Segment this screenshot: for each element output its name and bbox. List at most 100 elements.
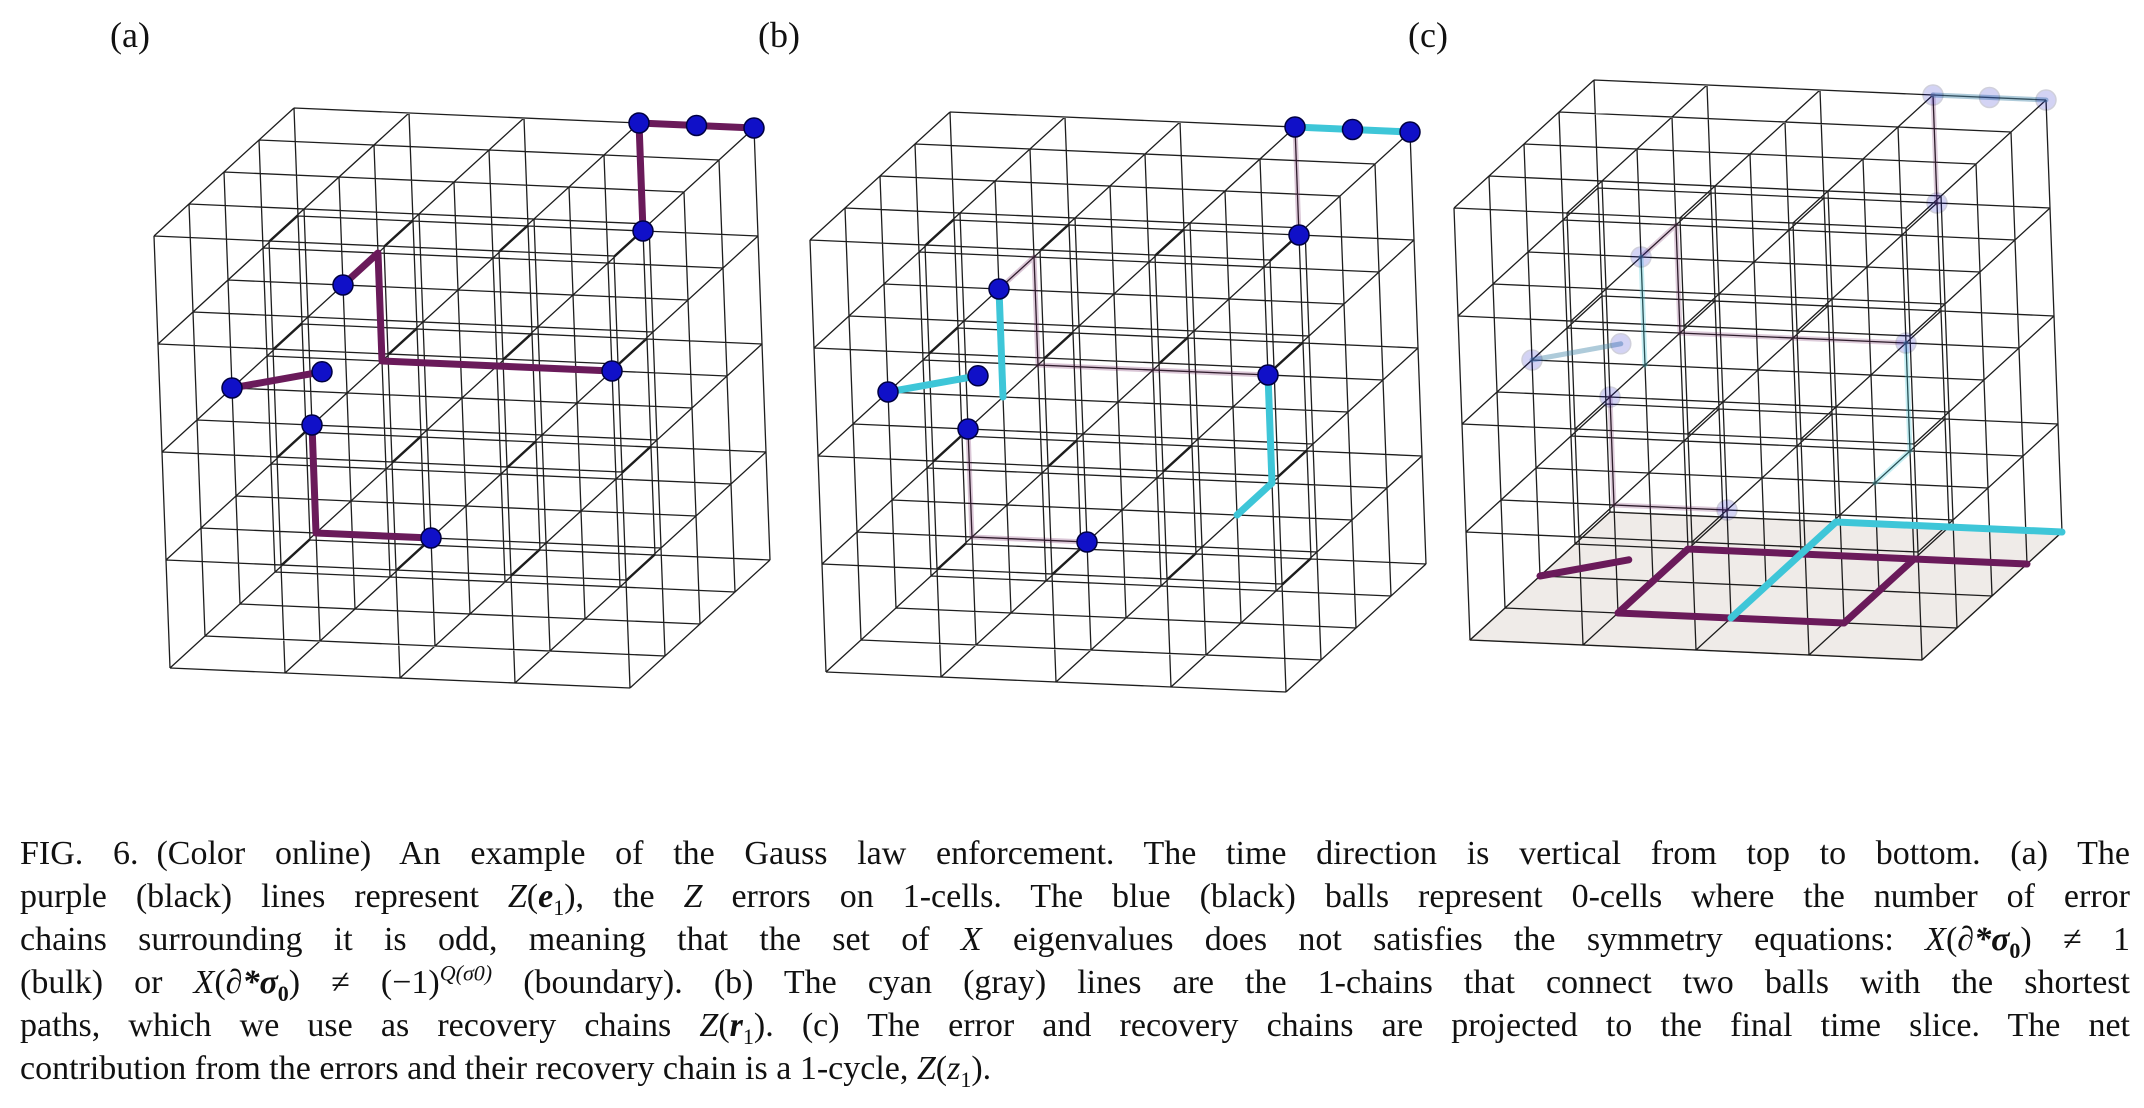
caption-line-1: FIG. 6. (Color online) An example of the …: [20, 832, 2130, 875]
vertex-ball: [332, 274, 354, 296]
math-symbol: Z: [916, 1050, 936, 1087]
caption-text: paths, which we use as recovery chains: [20, 1007, 700, 1044]
caption-text: (bulk) or: [20, 964, 194, 1001]
math-symbol: z: [947, 1050, 961, 1087]
vertex-ball: [1399, 121, 1421, 143]
math-subscript: 1: [960, 1066, 972, 1092]
panel-label-a: (a): [110, 15, 150, 55]
math-symbol: (: [718, 1007, 730, 1044]
math-symbol: ).: [971, 1050, 992, 1087]
panel-a-lattice: [153, 107, 771, 689]
vertex-ball: [601, 360, 623, 382]
vertex-ball: [877, 381, 899, 403]
math-subscript: 1: [553, 894, 565, 920]
figure-caption: FIG. 6. (Color online) An example of the …: [20, 832, 2130, 1090]
vertex-ball: [1978, 86, 2001, 109]
error-chain-faded: [1930, 92, 2049, 103]
math-symbol: (: [935, 1050, 948, 1087]
math-symbol: X: [1925, 921, 1946, 958]
math-symbol: e: [538, 878, 554, 915]
recovery-chain-faded: [1529, 341, 1624, 363]
vertex-ball: [1610, 333, 1632, 355]
vertex-ball: [1716, 499, 1738, 521]
caption-line-4: (bulk) or X(∂*σ0) ≠ (−1)Q(σ0) (boundary)…: [20, 961, 2130, 1004]
caption-text: the: [584, 878, 684, 915]
caption-text: (Color online) An example of the Gauss l…: [156, 835, 2130, 872]
lattice-grid: [809, 111, 1427, 693]
caption-text: eigenvalues does not satisfies the symme…: [981, 921, 1926, 958]
vertex-ball: [1895, 332, 1917, 354]
math-symbol: X: [960, 921, 982, 958]
error-chain-faded: [1930, 92, 1940, 206]
caption-line-2: purple (black) lines represent Z(e1), th…: [20, 875, 2130, 918]
math-symbol: ∂*σ: [1957, 921, 2010, 958]
caption-text: chains surrounding it is odd, meaning th…: [20, 921, 961, 958]
vertex-ball: [957, 418, 979, 440]
panel-label-c: (c): [1408, 15, 1448, 55]
math-symbol: (: [526, 878, 539, 915]
vertex-ball: [301, 414, 323, 436]
recovery-chain: [884, 372, 982, 396]
math-symbol: Z: [683, 878, 703, 915]
error-chain: [228, 368, 326, 392]
vertex-ball: [1599, 386, 1621, 408]
vertex-ball: [628, 112, 650, 134]
recovery-chain: [995, 285, 1007, 401]
panel-b-lattice: [809, 111, 1427, 693]
caption-text: (c) The error and recovery chains are pr…: [773, 1007, 2130, 1044]
recovery-chain-faded: [1930, 92, 2049, 103]
math-symbol: ),: [564, 878, 585, 915]
error-chain-faded: [996, 254, 1271, 378]
caption-text: purple (black) lines represent: [20, 878, 508, 915]
math-symbol: ) ≠ (−1): [288, 964, 440, 1001]
error-chain-faded: [1607, 394, 1730, 513]
caption-text: (boundary). (b) The cyan (gray) lines ar…: [492, 964, 2130, 1001]
error-chain-faded: [1638, 222, 1909, 346]
projected-error-chain: [1536, 556, 1633, 580]
math-superscript: Q(σ0): [439, 960, 493, 986]
vertex-ball: [988, 278, 1010, 300]
vertex-ball: [1076, 531, 1098, 553]
vertex-ball: [967, 365, 989, 387]
figure-number: FIG. 6.: [20, 835, 139, 872]
math-subscript: 0: [277, 980, 289, 1006]
math-symbol: ).: [753, 1007, 774, 1044]
caption-text: contribution from the errors and their r…: [20, 1050, 917, 1087]
recovery-chain-faded: [1638, 254, 1648, 368]
caption-line-5: paths, which we use as recovery chains Z…: [20, 1004, 2130, 1047]
recovery-chain-faded: [1872, 340, 1913, 486]
recovery-chain: [1233, 371, 1276, 519]
math-symbol: (: [214, 964, 226, 1001]
vertex-ball: [1521, 349, 1543, 371]
vertex-ball: [1341, 118, 1364, 141]
math-symbol: X: [193, 964, 215, 1001]
vertex-ball: [221, 377, 243, 399]
error-chain: [308, 421, 435, 542]
math-symbol: r: [729, 1007, 743, 1044]
projected-error-chain: [1614, 545, 1918, 627]
math-symbol: ) ≠ 1: [2020, 921, 2130, 958]
math-symbol: Z: [507, 878, 527, 915]
math-symbol: (: [1945, 921, 1958, 958]
vertex-ball: [743, 117, 765, 139]
error-chain-faded: [1292, 124, 1302, 238]
caption-line-6: contribution from the errors and their r…: [20, 1047, 2130, 1090]
vertex-ball: [1630, 246, 1652, 268]
math-subscript: 0: [2009, 937, 2021, 963]
vertex-ball: [420, 527, 442, 549]
vertex-ball: [1288, 224, 1310, 246]
vertex-ball: [2035, 89, 2057, 111]
math-symbol: ∂*σ: [225, 964, 278, 1001]
vertex-ball: [685, 114, 708, 137]
lattice-grid: [153, 107, 771, 689]
panel-c-lattice: [1453, 79, 2066, 661]
error-chain-faded: [1529, 341, 1624, 363]
projected-recovery-chain: [1727, 518, 2066, 622]
caption-line-3: chains surrounding it is odd, meaning th…: [20, 918, 2130, 961]
projected-error-chain: [1910, 555, 2031, 568]
vertex-ball: [1926, 192, 1948, 214]
vertex-ball: [1922, 84, 1944, 106]
math-subscript: 1: [742, 1023, 754, 1049]
lattice-figure: [153, 79, 2066, 693]
vertex-ball: [311, 361, 333, 383]
